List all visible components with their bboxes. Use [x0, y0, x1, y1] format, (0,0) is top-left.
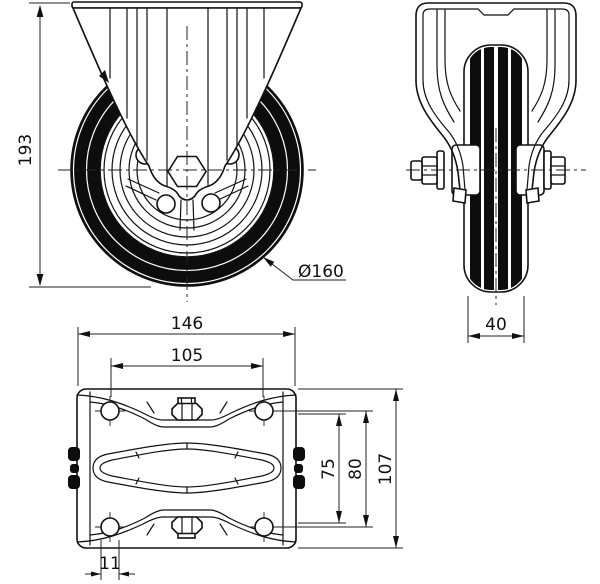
kingpin-bottom: [171, 516, 203, 539]
plate-flange-lines: [89, 391, 284, 546]
fork-edge-arrow-icon: [99, 70, 109, 83]
dim-label-40: 40: [485, 315, 507, 335]
dim-label-75: 75: [319, 458, 339, 480]
side-bracket: [415, 2, 577, 204]
kingpin-top: [171, 397, 203, 421]
front-top-plate: [71, 1, 303, 9]
dimension-plate-width: 146: [77, 314, 296, 386]
dimension-hole-spacing-height: 80: [280, 410, 373, 528]
weld-tabs: [68, 447, 305, 489]
bolt-hole: [100, 401, 120, 421]
wheel-spokes: [125, 178, 249, 231]
dimension-front-height: 193: [16, 2, 151, 288]
dim-label-wheel-diameter: Ø160: [298, 262, 344, 282]
dimension-wheel-width: 40: [467, 296, 525, 343]
leg-foot-left: [452, 187, 467, 204]
tire-sidewall-marks: [481, 90, 484, 140]
dim-label-146: 146: [171, 314, 203, 334]
dimension-hole-diameter: 11: [85, 540, 135, 580]
dim-label-105: 105: [171, 346, 203, 366]
dimension-plate-depth: 107: [298, 388, 403, 549]
fork-bend-lines: [109, 7, 265, 187]
bolt-hole: [100, 517, 120, 537]
dim-label-193: 193: [16, 134, 36, 166]
plate-view: [68, 388, 305, 549]
bolt-hole: [254, 517, 274, 537]
dimension-hole-spacing-inner-height: 75: [298, 413, 346, 524]
leg-foot-right: [525, 187, 540, 204]
dim-label-80: 80: [346, 458, 366, 480]
side-view: [406, 2, 586, 305]
mounting-holes: [95, 396, 283, 542]
front-view: [58, 1, 316, 302]
bolt-hole: [254, 401, 274, 421]
dimension-hole-spacing-width: 105: [110, 346, 264, 397]
dimension-wheel-diameter: Ø160: [262, 256, 346, 282]
plate-center-cutout: [92, 442, 282, 494]
dim-label-107: 107: [376, 453, 396, 485]
dim-label-11: 11: [99, 554, 121, 574]
